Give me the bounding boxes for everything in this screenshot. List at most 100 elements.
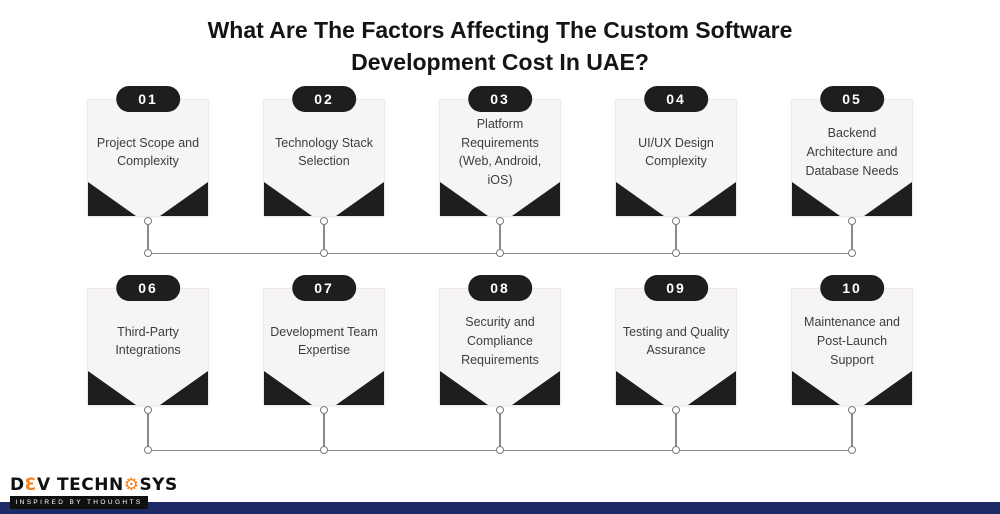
corner-triangle-left [440, 182, 488, 217]
corner-triangle-left [616, 371, 664, 406]
corner-triangle-left [616, 182, 664, 217]
factor-number-badge: 04 [644, 86, 708, 113]
connector-stem [672, 406, 680, 455]
factor-number-badge: 06 [116, 275, 180, 302]
connector-stem [144, 406, 152, 455]
corner-triangle-left [792, 182, 840, 217]
factor-card-body: Technology Stack Selection [263, 99, 385, 218]
factor-card-body: Development Team Expertise [263, 288, 385, 407]
connector-line [675, 225, 677, 250]
factor-label: Maintenance and Post-Launch Support [804, 315, 900, 367]
factor-number-badge: 05 [820, 86, 884, 113]
factor-number-badge: 08 [468, 275, 532, 302]
connector-stem [320, 217, 328, 258]
connector-node [144, 446, 152, 455]
corner-triangle-right [864, 371, 912, 406]
connector-node [320, 217, 328, 226]
connector-node [496, 406, 504, 415]
connector-node [144, 406, 152, 415]
factor-card-body: Security and Compliance Requirements [439, 288, 561, 407]
corner-triangle-left [88, 182, 136, 217]
factor-card-02: 02 Technology Stack Selection [236, 86, 412, 258]
corner-triangle-right [160, 371, 208, 406]
connector-node [320, 406, 328, 415]
factor-number-badge: 09 [644, 275, 708, 302]
factor-label: Technology Stack Selection [275, 135, 373, 169]
corner-triangle-right [336, 371, 384, 406]
corner-triangle-right [864, 182, 912, 217]
factor-number-badge: 10 [820, 275, 884, 302]
connector-node [848, 249, 856, 258]
connector-stem [848, 217, 856, 258]
corner-triangle-right [512, 182, 560, 217]
connector-line [323, 414, 325, 447]
connector-node [320, 249, 328, 258]
factor-card-08: 08 Security and Compliance Requirements [412, 275, 588, 455]
logo-letter: D [10, 475, 25, 495]
factor-label: Platform Requirements (Web, Android, iOS… [458, 116, 542, 188]
connector-line [147, 414, 149, 447]
factor-card-01: 01 Project Scope and Complexity [60, 86, 236, 258]
factor-label: Testing and Quality Assurance [622, 324, 730, 358]
logo-tagline: INSPIRED BY THOUGHTS [10, 496, 148, 509]
factor-card-03: 03 Platform Requirements (Web, Android, … [412, 86, 588, 258]
logo-wordmark: DƐV TECHN⚙SYS [10, 475, 177, 495]
factor-card-09: 09 Testing and Quality Assurance [588, 275, 764, 455]
connector-line [499, 225, 501, 250]
corner-triangle-right [160, 182, 208, 217]
connector-line [499, 414, 501, 447]
factor-card-body: Testing and Quality Assurance [615, 288, 737, 407]
corner-triangle-right [336, 182, 384, 217]
corner-triangle-left [264, 371, 312, 406]
factors-row-1: 01 Project Scope and Complexity 02 Techn… [60, 86, 940, 258]
factor-card-body: Third-Party Integrations [87, 288, 209, 407]
connector-stem [144, 217, 152, 258]
factor-label: UI/UX Design Complexity [638, 135, 714, 169]
connector-stem [496, 406, 504, 455]
corner-triangle-left [264, 182, 312, 217]
factor-card-body: Platform Requirements (Web, Android, iOS… [439, 99, 561, 218]
factor-label: Third-Party Integrations [115, 324, 181, 358]
connector-node [320, 446, 328, 455]
factor-number-badge: 03 [468, 86, 532, 113]
connector-node [848, 217, 856, 226]
connector-line [675, 414, 677, 447]
connector-node [672, 446, 680, 455]
factor-card-body: Maintenance and Post-Launch Support [791, 288, 913, 407]
factor-number-badge: 01 [116, 86, 180, 113]
connector-node [672, 217, 680, 226]
factor-card-body: Backend Architecture and Database Needs [791, 99, 913, 218]
connector-line [851, 225, 853, 250]
connector-node [144, 217, 152, 226]
dev-technosys-logo: DƐV TECHN⚙SYS INSPIRED BY THOUGHTS [10, 475, 177, 509]
factor-card-10: 10 Maintenance and Post-Launch Support [764, 275, 940, 455]
corner-triangle-right [688, 371, 736, 406]
connector-line [147, 225, 149, 250]
factor-card-06: 06 Third-Party Integrations [60, 275, 236, 455]
logo-letter-accent: Ɛ [24, 475, 37, 495]
connector-line [323, 225, 325, 250]
logo-letter: V [36, 475, 58, 495]
connector-node [496, 249, 504, 258]
connector-stem [672, 217, 680, 258]
footer-accent-strip [0, 502, 1000, 514]
factor-card-05: 05 Backend Architecture and Database Nee… [764, 86, 940, 258]
connector-node [496, 217, 504, 226]
factor-card-body: UI/UX Design Complexity [615, 99, 737, 218]
factor-label: Security and Compliance Requirements [461, 315, 539, 367]
logo-letters: SYS [139, 475, 178, 495]
gear-icon: ⚙ [123, 475, 140, 495]
factor-card-07: 07 Development Team Expertise [236, 275, 412, 455]
connector-node [496, 446, 504, 455]
connector-node [144, 249, 152, 258]
connector-node [848, 406, 856, 415]
page-title: What Are The Factors Affecting The Custo… [207, 17, 793, 76]
factor-label: Project Scope and Complexity [96, 135, 200, 169]
logo-letters: TECHN [57, 475, 124, 495]
connector-line [851, 414, 853, 447]
connector-stem [496, 217, 504, 258]
connector-node [672, 406, 680, 415]
factors-row-2: 06 Third-Party Integrations 07 Developme… [60, 275, 940, 455]
factor-card-04: 04 UI/UX Design Complexity [588, 86, 764, 258]
connector-node [672, 249, 680, 258]
